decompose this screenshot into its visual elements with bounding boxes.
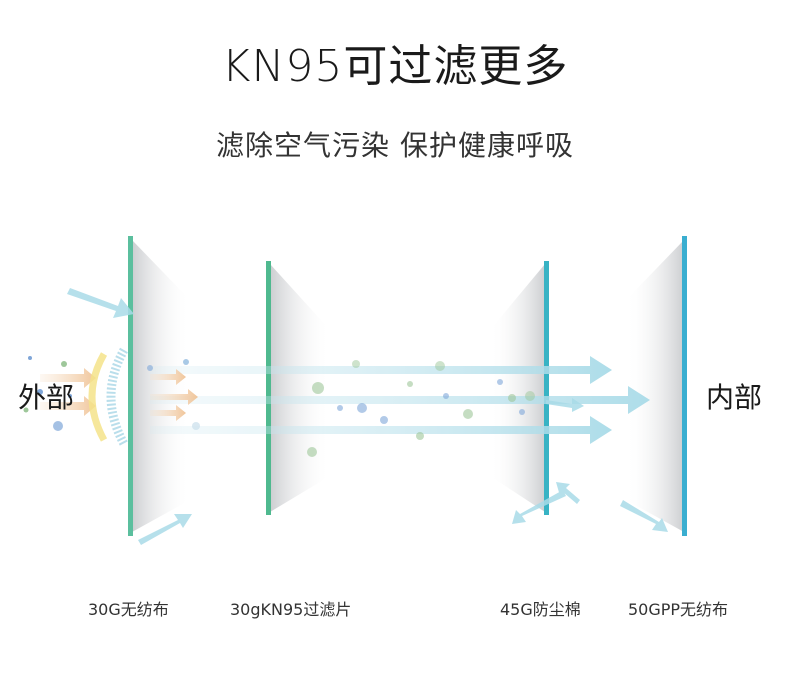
layer-4-edge xyxy=(682,236,687,536)
layer-1-panel xyxy=(128,236,190,536)
protective-shields xyxy=(92,350,124,444)
layer-1-edge xyxy=(128,236,133,536)
layer-3-panel xyxy=(490,261,549,515)
layer-4-panel xyxy=(626,236,687,536)
layer-3-edge xyxy=(544,261,549,515)
layer-4-label: 50GPP无纺布 xyxy=(628,596,728,620)
layer-2-label: 30gKN95过滤片 xyxy=(230,596,351,620)
outside-label: 外部 xyxy=(18,376,74,416)
layer-3-label: 45G防尘棉 xyxy=(500,596,581,620)
deflect-arrow xyxy=(556,482,580,504)
layer-2-edge xyxy=(266,261,271,515)
deflect-arrow xyxy=(67,288,134,318)
layer-1-label: 30G无纺布 xyxy=(88,596,169,620)
inside-label: 内部 xyxy=(706,376,762,416)
